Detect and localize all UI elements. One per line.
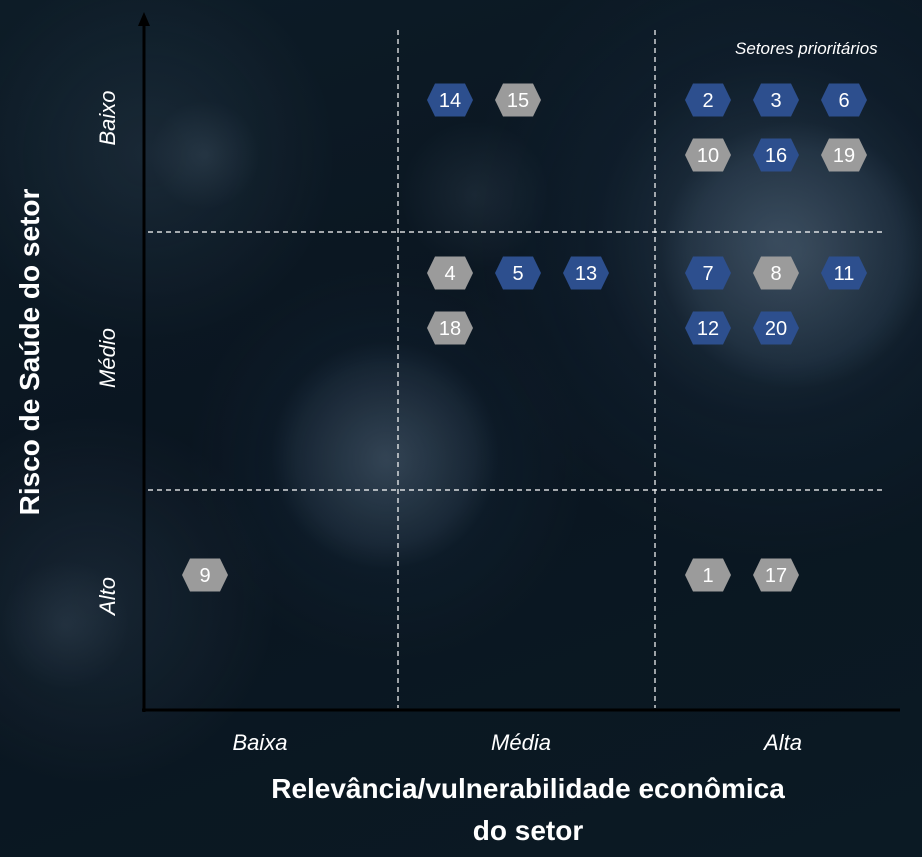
hexagon-shape bbox=[685, 256, 731, 290]
sector-number: 15 bbox=[507, 90, 529, 112]
hexagon-shape bbox=[753, 311, 799, 345]
sector-hexagon-16: 16 bbox=[753, 138, 799, 172]
sector-number: 11 bbox=[834, 263, 855, 285]
y-category-label: Médio bbox=[95, 328, 120, 388]
sector-number: 7 bbox=[702, 263, 713, 285]
x-category-baixa: Baixa bbox=[232, 730, 288, 755]
sector-hexagon-14: 14 bbox=[427, 83, 473, 117]
sector-number: 10 bbox=[697, 145, 719, 167]
sector-hexagon-17: 17 bbox=[753, 558, 799, 592]
hexagon-shape bbox=[182, 558, 228, 592]
sector-number: 20 bbox=[765, 318, 787, 340]
sector-number: 19 bbox=[833, 145, 855, 167]
sector-hexagon-1: 1 bbox=[685, 558, 731, 592]
sector-number: 9 bbox=[199, 565, 210, 587]
x-category-alta: Alta bbox=[764, 730, 802, 755]
priority-sectors-label: Setores prioritários bbox=[735, 39, 878, 58]
y-axis-title-text: Risco de Saúde do setor bbox=[14, 188, 45, 516]
sector-hexagon-12: 12 bbox=[685, 311, 731, 345]
sector-hexagon-20: 20 bbox=[753, 311, 799, 345]
sector-hexagon-11: 11 bbox=[821, 256, 867, 290]
hexagon-shape bbox=[685, 311, 731, 345]
sector-number: 6 bbox=[838, 90, 849, 112]
sector-number: 16 bbox=[765, 145, 787, 167]
sector-number: 13 bbox=[575, 263, 597, 285]
sector-hexagon-7: 7 bbox=[685, 256, 731, 290]
hexagon-shape bbox=[685, 558, 731, 592]
sector-hexagon-8: 8 bbox=[753, 256, 799, 290]
sector-number: 5 bbox=[512, 263, 523, 285]
sector-hexagon-15: 15 bbox=[495, 83, 541, 117]
hexagon-shape bbox=[821, 256, 867, 290]
sector-number: 18 bbox=[439, 318, 461, 340]
y-axis-arrow bbox=[138, 12, 150, 26]
sector-hexagon-13: 13 bbox=[563, 256, 609, 290]
x-axis-title-line1: Relevância/vulnerabilidade econômica bbox=[271, 773, 785, 804]
hexagon-shape bbox=[685, 83, 731, 117]
sector-number: 12 bbox=[697, 318, 719, 340]
sector-hexagon-10: 10 bbox=[685, 138, 731, 172]
sector-hexagon-3: 3 bbox=[753, 83, 799, 117]
sector-markers: 14 15 2 3 6 10 16 19 4 5 13 18 7 8 11 12 20 9 1 17 bbox=[182, 83, 867, 592]
hexagon-shape bbox=[563, 256, 609, 290]
sector-number: 2 bbox=[702, 90, 713, 112]
hexagon-shape bbox=[753, 138, 799, 172]
hexagon-shape bbox=[753, 558, 799, 592]
sector-number: 1 bbox=[702, 565, 713, 587]
sector-hexagon-19: 19 bbox=[821, 138, 867, 172]
sector-hexagon-6: 6 bbox=[821, 83, 867, 117]
sector-hexagon-4: 4 bbox=[427, 256, 473, 290]
hexagon-shape bbox=[427, 83, 473, 117]
sector-number: 14 bbox=[439, 90, 461, 112]
x-category-media: Média bbox=[491, 730, 551, 755]
sector-number: 17 bbox=[765, 565, 787, 587]
sector-hexagon-5: 5 bbox=[495, 256, 541, 290]
sector-hexagon-9: 9 bbox=[182, 558, 228, 592]
sector-hexagon-18: 18 bbox=[427, 311, 473, 345]
hexagon-shape bbox=[753, 256, 799, 290]
hexagon-shape bbox=[495, 83, 541, 117]
sector-number: 3 bbox=[770, 90, 781, 112]
sector-number: 4 bbox=[444, 263, 455, 285]
hexagon-shape bbox=[495, 256, 541, 290]
hexagon-shape bbox=[685, 138, 731, 172]
x-axis-title: Relevância/vulnerabilidade econômica do … bbox=[178, 768, 878, 852]
hexagon-shape bbox=[753, 83, 799, 117]
y-category-label: Alto bbox=[95, 577, 120, 615]
hexagon-shape bbox=[427, 311, 473, 345]
sector-hexagon-2: 2 bbox=[685, 83, 731, 117]
hexagon-shape bbox=[821, 83, 867, 117]
y-category-label: Baixo bbox=[95, 90, 120, 146]
hexagon-shape bbox=[427, 256, 473, 290]
x-axis-title-line2: do setor bbox=[472, 815, 584, 846]
sector-number: 8 bbox=[770, 263, 781, 285]
hexagon-shape bbox=[821, 138, 867, 172]
